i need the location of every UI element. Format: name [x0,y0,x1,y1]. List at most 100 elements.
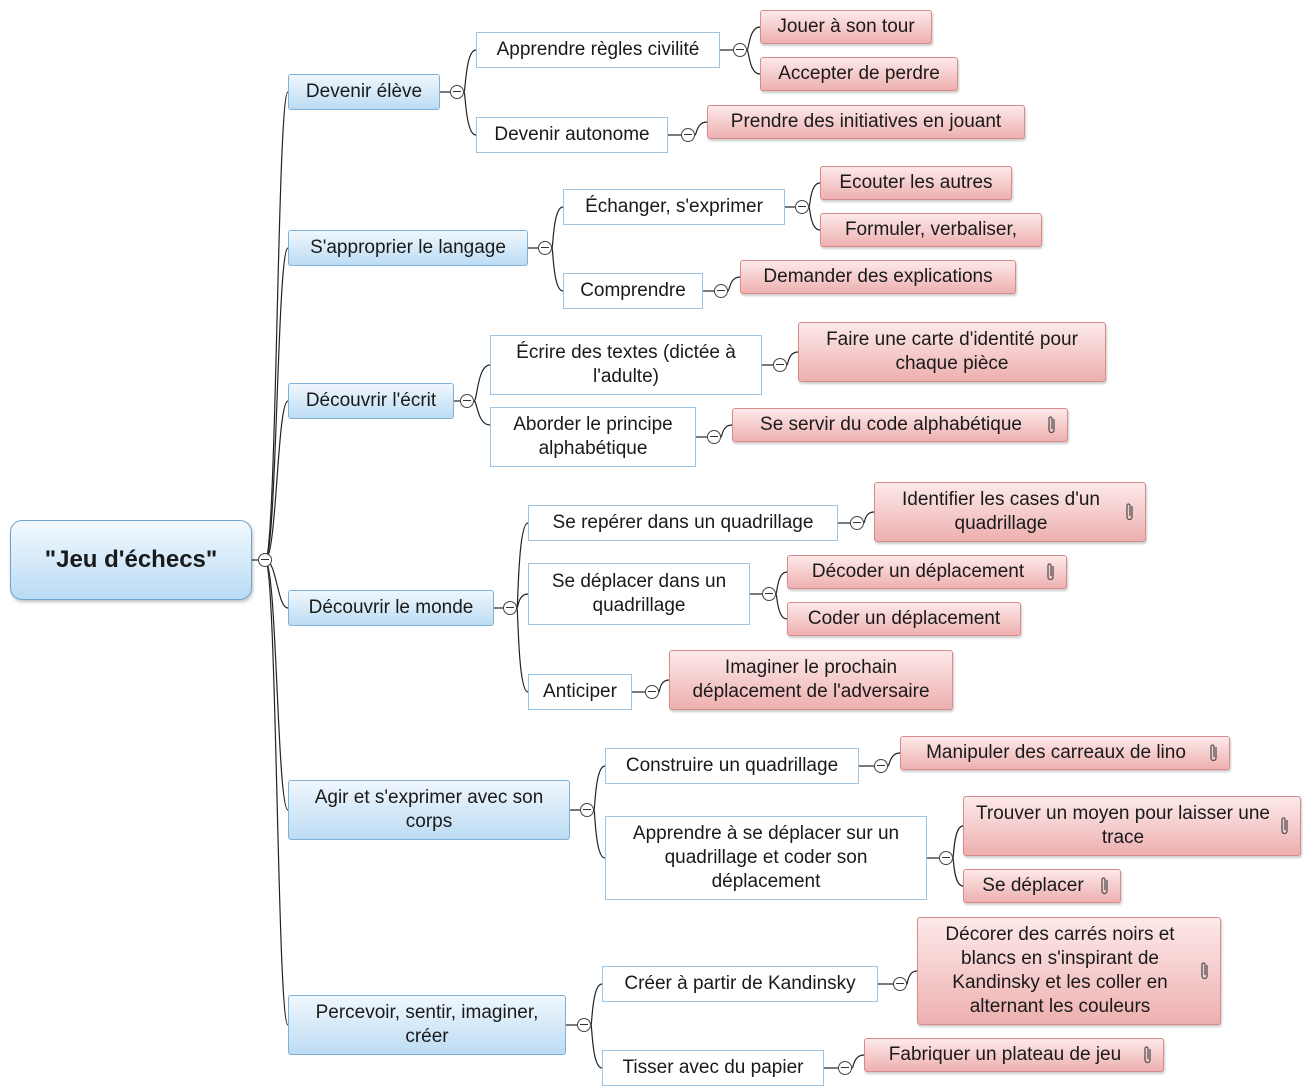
connector-line [887,752,901,767]
category-creer[interactable]: Percevoir, sentir, imaginer, créer [288,995,566,1055]
collapse-toggle-icon[interactable] [733,43,747,57]
activity-accepter-perdre[interactable]: Accepter de perdre [760,57,958,91]
activity-label: Trouver un moyen pour laisser une trace [976,803,1270,848]
paperclip-icon[interactable] [1200,961,1210,981]
category-corps[interactable]: Agir et s'exprimer avec son corps [288,780,570,840]
collapse-toggle-icon[interactable] [258,553,272,567]
connector-line [593,809,606,859]
activity-ecouter[interactable]: Ecouter les autres [820,166,1012,200]
activity-decoder-deplacement[interactable]: Décoder un déplacement [787,555,1067,589]
connector-line [264,91,289,561]
paperclip-icon[interactable] [1125,502,1135,522]
activity-label: Prendre des initiatives en jouant [730,111,1002,132]
category-langage[interactable]: S'approprier le langage [288,230,528,266]
activity-plateau-jeu[interactable]: Fabriquer un plateau de jeu [864,1038,1164,1072]
activity-label: Identifier les cases d'un quadrillage [902,489,1100,534]
activity-formuler[interactable]: Formuler, verbaliser, [820,213,1042,247]
connector-line [952,857,964,887]
connector-line [463,49,477,93]
activity-decorer-carres[interactable]: Décorer des carrés noirs et blancs en s'… [917,917,1221,1025]
collapse-toggle-icon[interactable] [503,601,517,615]
subtopic-se-deplacer-quadrillage[interactable]: Se déplacer dans un quadrillage [528,563,750,625]
connector-line [516,607,529,693]
collapse-toggle-icon[interactable] [450,85,464,99]
connector-line [264,247,289,561]
paperclip-icon[interactable] [1209,743,1219,763]
activity-identifier-cases[interactable]: Identifier les cases d'un quadrillage [874,482,1146,542]
connector-line [264,559,289,811]
activity-label: Décorer des carrés noirs et blancs en s'… [945,924,1175,1017]
collapse-toggle-icon[interactable] [580,803,594,817]
paperclip-icon[interactable] [1143,1045,1153,1065]
connector-line [775,571,788,595]
connector-line [720,424,733,438]
connector-line [694,121,708,136]
collapse-toggle-icon[interactable] [681,128,695,142]
activity-se-deplacer[interactable]: Se déplacer [963,869,1121,903]
activity-label: Manipuler des carreaux de lino [926,742,1186,763]
activity-label: Coder un déplacement [807,608,1001,629]
connector-line [264,559,289,1026]
subtopic-devenir-autonome[interactable]: Devenir autonome [476,117,668,153]
activity-label: Jouer à son tour [777,16,915,37]
connector-line [590,983,603,1026]
collapse-toggle-icon[interactable] [707,430,721,444]
subtopic-principe-alphabetique[interactable]: Aborder le principe alphabétique [490,407,696,467]
subtopic-echanger[interactable]: Échanger, s'exprimer [563,189,785,225]
collapse-toggle-icon[interactable] [538,241,552,255]
subtopic-apprendre-deplacer[interactable]: Apprendre à se déplacer sur un quadrilla… [605,816,927,900]
collapse-toggle-icon[interactable] [874,759,888,773]
subtopic-regles-civilite[interactable]: Apprendre règles civilité [476,32,720,68]
activity-initiatives[interactable]: Prendre des initiatives en jouant [707,105,1025,139]
activity-carreaux-lino[interactable]: Manipuler des carreaux de lino [900,736,1230,770]
collapse-toggle-icon[interactable] [714,284,728,298]
collapse-toggle-icon[interactable] [838,1061,852,1075]
subtopic-se-reperer[interactable]: Se repérer dans un quadrillage [528,505,838,541]
category-monde[interactable]: Découvrir le monde [288,590,494,626]
activity-jouer-tour[interactable]: Jouer à son tour [760,10,932,44]
activity-label: Décoder un déplacement [811,561,1025,582]
connector-line [473,364,491,402]
paperclip-icon[interactable] [1046,562,1056,582]
activity-laisser-trace[interactable]: Trouver un moyen pour laisser une trace [963,796,1301,856]
paperclip-icon[interactable] [1280,816,1290,836]
collapse-toggle-icon[interactable] [460,394,474,408]
subtopic-kandinsky[interactable]: Créer à partir de Kandinsky [602,966,878,1002]
activity-imaginer-deplacement[interactable]: Imaginer le prochain déplacement de l'ad… [669,650,953,710]
subtopic-ecrire-textes[interactable]: Écrire des textes (dictée à l'adulte) [490,335,762,395]
activity-label: Accepter de perdre [778,63,940,84]
connector-line [863,511,875,524]
connector-line [746,49,761,75]
connector-line [473,400,491,426]
activity-code-alphabetique[interactable]: Se servir du code alphabétique [732,408,1068,442]
collapse-toggle-icon[interactable] [577,1018,591,1032]
collapse-toggle-icon[interactable] [762,587,776,601]
connector-line [551,206,564,249]
activity-label: Demander des explications [763,266,993,287]
activity-coder-deplacement[interactable]: Coder un déplacement [787,602,1021,636]
connector-line [808,182,821,208]
collapse-toggle-icon[interactable] [893,977,907,991]
subtopic-comprendre[interactable]: Comprendre [563,273,703,309]
collapse-toggle-icon[interactable] [795,200,809,214]
connector-line [851,1054,865,1069]
subtopic-tisser[interactable]: Tisser avec du papier [602,1050,824,1086]
paperclip-icon[interactable] [1100,876,1110,896]
activity-carte-identite[interactable]: Faire une carte d'identité pour chaque p… [798,322,1106,382]
connector-line [551,247,564,292]
activity-label: Ecouter les autres [839,172,993,193]
activity-demander-explications[interactable]: Demander des explications [740,260,1016,294]
subtopic-construire-quadrillage[interactable]: Construire un quadrillage [605,748,859,784]
collapse-toggle-icon[interactable] [773,358,787,372]
connector-line [808,206,821,231]
collapse-toggle-icon[interactable] [850,516,864,530]
category-devenir-eleve[interactable]: Devenir élève [288,74,440,110]
paperclip-icon[interactable] [1047,415,1057,435]
subtopic-anticiper[interactable]: Anticiper [528,674,632,710]
collapse-toggle-icon[interactable] [939,851,953,865]
category-ecrit[interactable]: Découvrir l'écrit [288,383,454,419]
root-topic[interactable]: "Jeu d'échecs" [10,520,252,600]
collapse-toggle-icon[interactable] [645,685,659,699]
activity-label: Se déplacer [982,875,1084,896]
